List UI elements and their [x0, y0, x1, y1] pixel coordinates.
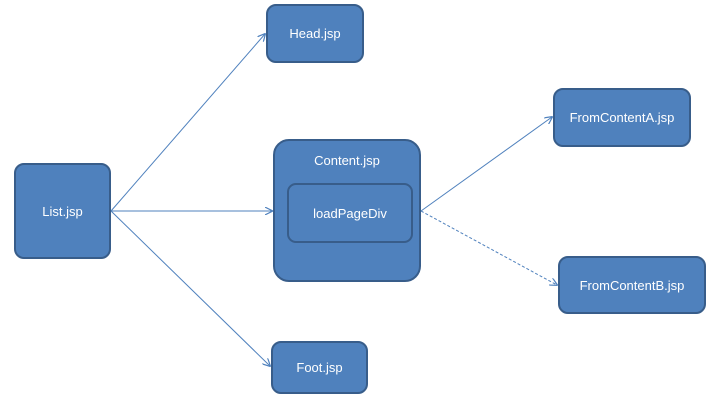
edge-loadpagediv-to-fromcontentb [420, 210, 557, 285]
node-fromcontentb-jsp: FromContentB.jsp [558, 256, 706, 314]
node-head-jsp: Head.jsp [266, 4, 364, 63]
node-loadpagediv: loadPageDiv [287, 183, 413, 243]
edge-loadpagediv-to-fromcontenta [420, 117, 552, 212]
node-loadpagediv-label: loadPageDiv [313, 205, 387, 221]
node-content-jsp: Content.jsp loadPageDiv [273, 139, 421, 282]
node-fromcontentb-jsp-label: FromContentB.jsp [579, 277, 685, 293]
node-list-jsp: List.jsp [14, 163, 111, 259]
node-foot-jsp: Foot.jsp [271, 341, 368, 394]
edge-list-to-head [110, 34, 265, 212]
edge-list-to-foot [110, 210, 270, 366]
node-fromcontenta-jsp-label: FromContentA.jsp [569, 110, 675, 125]
node-fromcontenta-jsp: FromContentA.jsp [553, 88, 691, 147]
node-content-jsp-label: Content.jsp [314, 153, 380, 168]
node-head-jsp-label: Head.jsp [289, 26, 341, 41]
node-foot-jsp-label: Foot.jsp [296, 360, 343, 375]
node-list-jsp-label: List.jsp [42, 203, 83, 219]
